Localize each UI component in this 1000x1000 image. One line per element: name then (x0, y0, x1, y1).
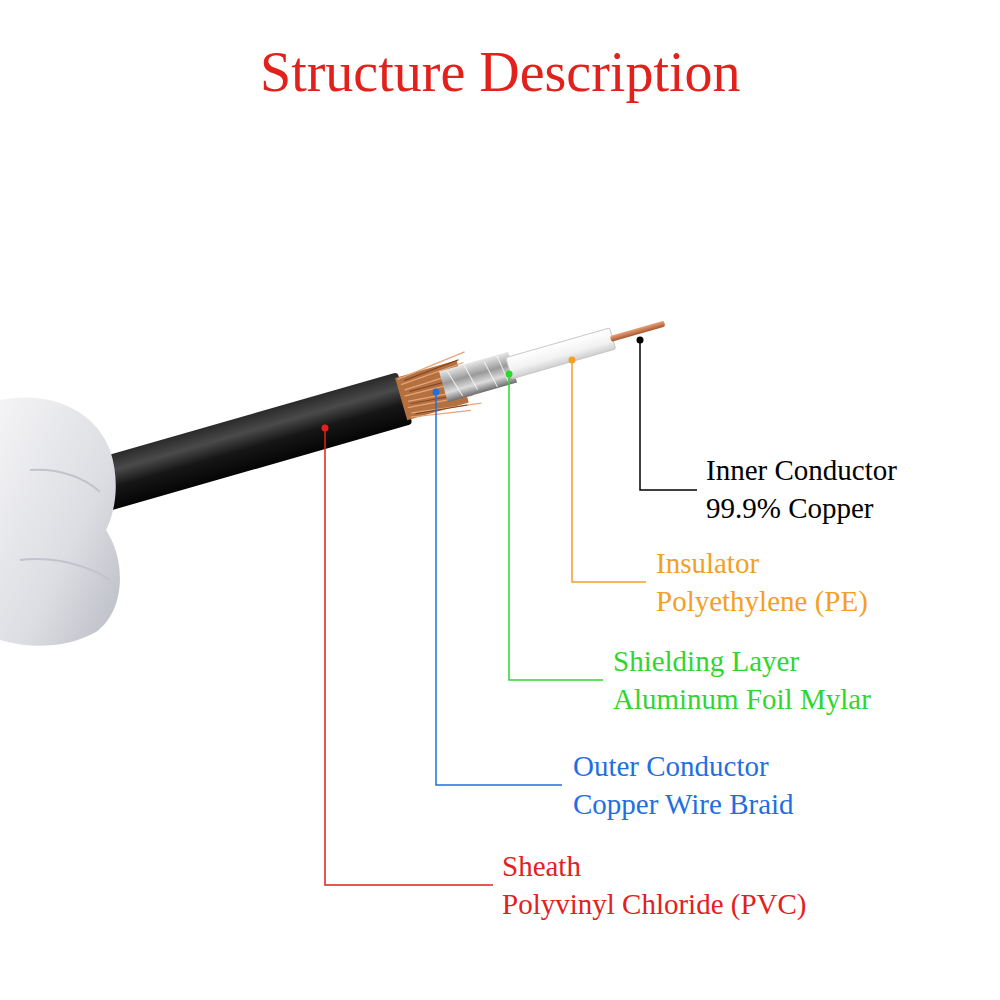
part-name: Inner Conductor (706, 456, 897, 485)
material-name: Polyethylene (PE) (656, 587, 868, 616)
coax-cable (70, 297, 672, 521)
leader-dot (637, 337, 644, 344)
part-name: Insulator (656, 549, 759, 578)
leader-line (436, 392, 562, 785)
leader-line (509, 374, 603, 680)
leader-line (325, 428, 493, 885)
white-glove (0, 397, 120, 645)
glove-fold (20, 559, 110, 580)
cable-sheath (71, 372, 413, 518)
leader-dot (506, 371, 513, 378)
glove-fold (30, 470, 100, 492)
material-name: Copper Wire Braid (573, 790, 794, 819)
material-name: 99.9% Copper (706, 494, 874, 523)
foil-shield (439, 352, 517, 403)
material-name: Aluminum Foil Mylar (613, 685, 871, 714)
part-name: Sheath (502, 852, 581, 881)
material-name: Polyvinyl Chloride (PVC) (502, 890, 807, 919)
leader-line (640, 340, 697, 490)
leader-dot (569, 357, 576, 364)
pe-insulator (506, 328, 616, 379)
part-name: Outer Conductor (573, 752, 769, 781)
leader-line (572, 360, 646, 582)
leader-dot (433, 389, 440, 396)
page-title: Structure Description (260, 44, 741, 100)
leader-dot (322, 425, 329, 432)
foil-creases (447, 355, 509, 399)
part-name: Shielding Layer (613, 647, 799, 676)
